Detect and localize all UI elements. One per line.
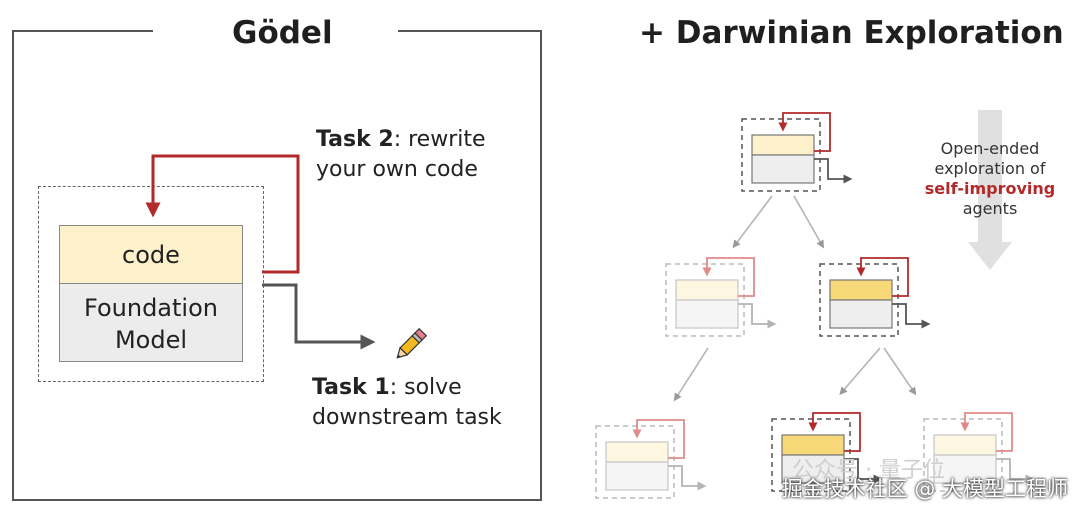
agent-node-model (675, 299, 739, 329)
agent-node-model (829, 299, 893, 329)
foundation-label-line1: Foundation (84, 293, 218, 322)
agent-node-loop (960, 412, 1013, 452)
note-line4: agents (962, 199, 1018, 218)
agent-node-output (844, 458, 883, 484)
agent-node-code (675, 279, 739, 301)
agent-node-output (814, 158, 853, 184)
agent-node-loop (856, 257, 909, 297)
agent-node-loop (702, 257, 755, 297)
tree-branch-arrow (732, 195, 773, 249)
frame-bottom (12, 499, 542, 501)
agent-node-output (996, 458, 1035, 484)
task2-line2: your own code (316, 157, 478, 182)
tree-branch-arrow (839, 347, 881, 396)
archive-tree (595, 112, 1035, 499)
agent-node-code (751, 134, 815, 156)
agent-node-frame (741, 118, 821, 192)
note-highlight: self-improving (924, 179, 1056, 198)
tree-branch-arrow (883, 347, 917, 396)
agent-node-model (605, 461, 669, 491)
godel-title: Gödel (232, 15, 333, 51)
agent-node-output (738, 303, 777, 329)
agent-node-frame (665, 263, 745, 337)
task1-bold: Task 1 (312, 375, 390, 400)
agent-node-output (892, 303, 931, 329)
agent-node-loop (632, 419, 685, 459)
exploration-note: Open-ended exploration of self-improving… (920, 139, 1060, 219)
agent-node-frame (819, 263, 899, 337)
frame-top-right (398, 30, 542, 32)
agent-node-loop (778, 112, 831, 152)
frame-top-left (12, 30, 153, 32)
note-line2: exploration of (934, 159, 1046, 178)
task1-line2: downstream task (312, 405, 502, 430)
solve-task-arrow (262, 283, 376, 350)
agent-node-loop (808, 412, 861, 452)
agent-node-model (751, 154, 815, 184)
task1-label: Task 1: solve downstream task (312, 373, 502, 433)
tree-branch-arrow (793, 195, 824, 249)
agent-node-model (933, 454, 997, 484)
watermark-text: 掘金技术社区 @ 大模型工程师 (781, 477, 1068, 501)
agent-node-model (781, 454, 845, 484)
rewrite-loop-arrow (145, 154, 300, 274)
foundation-label-line2: Model (114, 325, 188, 354)
darwinian-title: + Darwinian Exploration (639, 15, 1064, 51)
agent-node-frame (923, 418, 1003, 492)
down-arrow-icon (968, 110, 1012, 270)
agent-node-output (668, 465, 707, 491)
task2-bold: Task 2 (316, 127, 394, 152)
note-line1: Open-ended (940, 139, 1040, 158)
frame-left (12, 30, 14, 501)
agent-node-code (605, 441, 669, 463)
agent-node-code (829, 279, 893, 301)
agent-node-frame (595, 425, 675, 499)
agent-node-frame (771, 418, 851, 492)
frame-right (540, 30, 542, 501)
watermark-faint: 公众号 · 量子位 (792, 458, 945, 483)
task1-rest: : solve (389, 375, 462, 400)
task2-rest: : rewrite (393, 127, 486, 152)
pencil-icon (396, 327, 428, 359)
foundation-model-block: Foundation Model (59, 283, 243, 362)
task2-label: Task 2: rewrite your own code (316, 125, 486, 185)
tree-branch-arrow (673, 347, 709, 402)
